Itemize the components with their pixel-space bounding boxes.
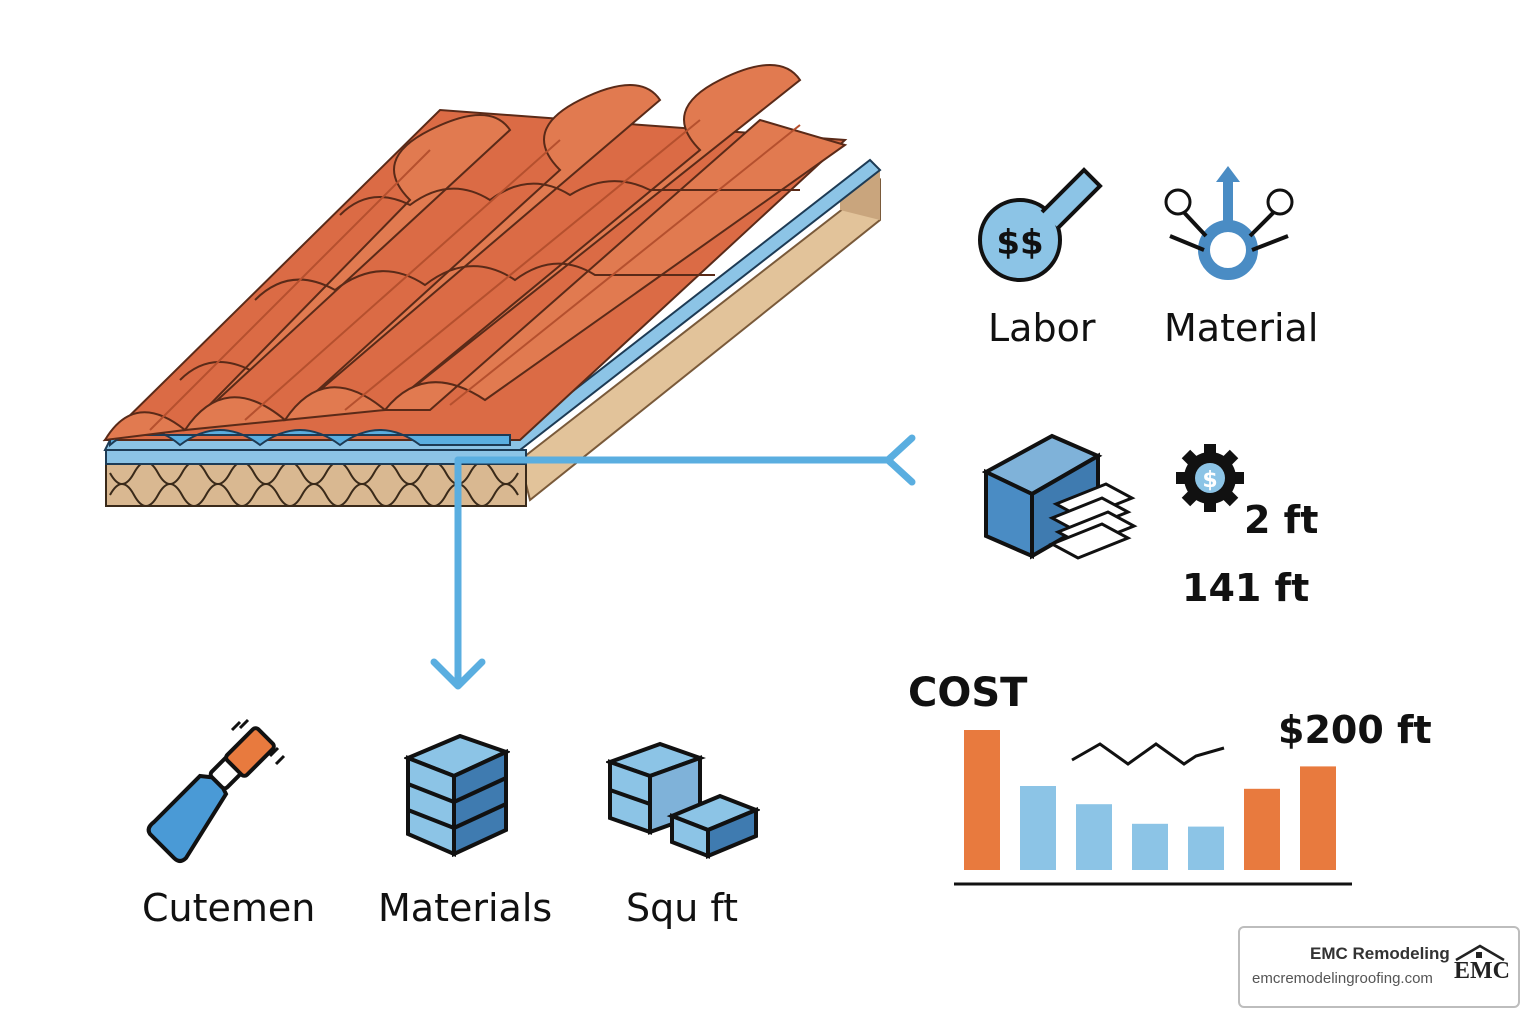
bottom-label-3: Squ ft (626, 886, 739, 930)
material-label: Material (1164, 306, 1319, 350)
badge-url: emcremodelingroofing.com (1252, 970, 1433, 987)
stacked-blocks-icon (404, 734, 510, 858)
company-badge: EMC Remodeling emcremodelingroofing.com … (1238, 926, 1520, 1008)
gear-dollar-icon: $ (1176, 444, 1244, 512)
badge-company: EMC Remodeling (1310, 944, 1450, 963)
badge-logo: EMC (1454, 958, 1510, 984)
chart-annotation: $200 ft (1278, 708, 1432, 752)
labor-label: Labor (988, 306, 1096, 350)
branching-arrows-icon (1164, 166, 1294, 280)
tile-squares-icon (606, 741, 760, 859)
chart-title: COST (908, 670, 1028, 716)
cost-bar-7 (1300, 766, 1336, 870)
caulk-gun-icon (146, 718, 286, 863)
cost-bar-3 (1076, 804, 1112, 870)
bottom-label-1: Cutemen (142, 886, 316, 930)
cost-bar-chart (954, 730, 1352, 886)
money-bag-icon: $$ (978, 167, 1103, 282)
cost-bar-4 (1132, 823, 1168, 870)
labor-icon-text: $$ (996, 223, 1043, 263)
gear-dollar-text: $ (1202, 468, 1217, 493)
cost-bar-1 (964, 730, 1000, 870)
cost-bar-6 (1244, 788, 1280, 870)
cost-bar-5 (1188, 826, 1224, 870)
trend-line (1071, 742, 1225, 766)
size-small-label: 2 ft (1244, 498, 1319, 542)
size-large-label: 141 ft (1182, 566, 1310, 610)
house-roof-icon (1455, 944, 1505, 962)
bottom-label-2: Materials (378, 886, 553, 930)
box-and-papers-icon (982, 433, 1138, 560)
roof-illustration (102, 64, 882, 507)
cost-bar-2 (1020, 786, 1056, 870)
